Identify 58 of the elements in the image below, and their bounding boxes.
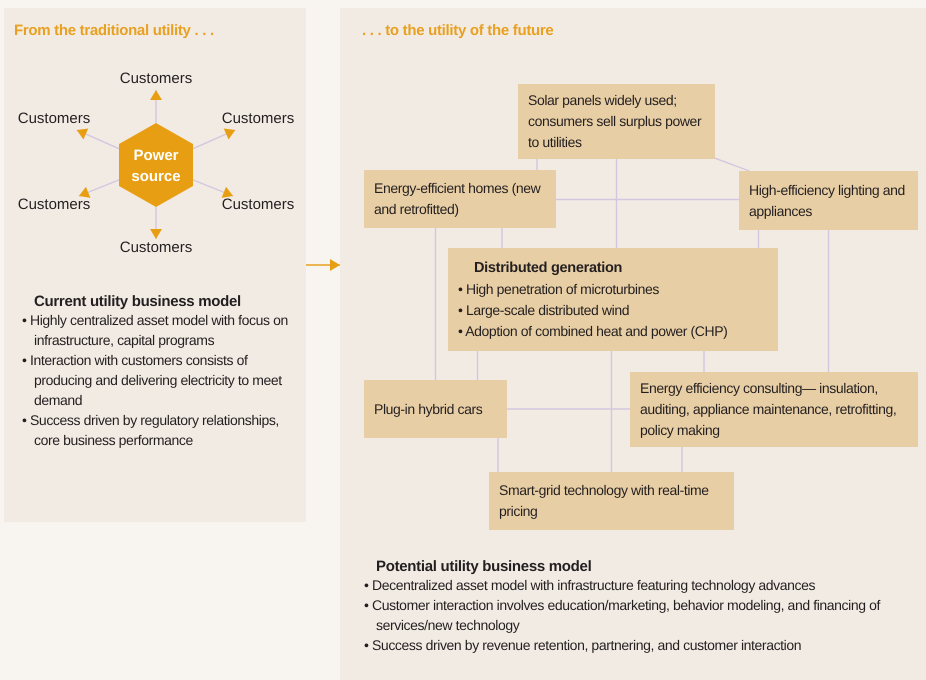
- section-title: Potential utility business model: [376, 558, 592, 575]
- connector-line: [501, 228, 503, 248]
- node-text: Customers: [6, 110, 102, 130]
- process-box: [739, 171, 918, 230]
- arrow: [150, 90, 162, 123]
- bullet-text: • Decentralized asset model with infrastructure featuring technology advances: [364, 576, 816, 595]
- node-text: Customers: [210, 196, 306, 216]
- connector-line: [758, 230, 760, 248]
- connector-line: [434, 228, 436, 380]
- connector-line: [476, 351, 478, 380]
- box-text: High-efficiency lighting and appliances: [749, 180, 906, 221]
- bullet-text: • High penetration of microturbines: [458, 280, 660, 299]
- process-box: [364, 170, 556, 228]
- box-text: Energy-efficient homes (new and retrofitted): [374, 179, 542, 219]
- connector-line: [616, 159, 618, 248]
- box-text: Energy efficiency consulting— insulation, auditing, appliance maintenance, retrofitting, policy making: [640, 379, 898, 440]
- connector-line: [556, 198, 739, 200]
- panel-heading: . . . to the utility of the future: [362, 22, 554, 39]
- process-box: [630, 372, 918, 447]
- arrow: [76, 128, 120, 150]
- hexagon-node: [119, 123, 193, 207]
- arrow: [306, 259, 340, 271]
- box-text: Smart-grid technology with real-time pricing: [499, 481, 710, 521]
- connector-line: [681, 447, 683, 472]
- panel-heading: From the traditional utility . . .: [14, 22, 214, 39]
- box-title: Distributed generation: [474, 258, 624, 278]
- connector-line: [610, 351, 612, 472]
- process-box: [489, 472, 734, 530]
- connector-line: [536, 159, 538, 170]
- node-text: Customers: [6, 196, 102, 216]
- bullet-text: • Highly centralized asset model with focus on infrastructure, capital programs: [22, 311, 289, 350]
- connector-line: [828, 230, 830, 372]
- arrow: [192, 179, 234, 198]
- process-box: [518, 84, 715, 159]
- panel: [340, 8, 926, 680]
- section-title: Current utility business model: [34, 293, 242, 310]
- panel: [4, 8, 306, 522]
- box-text: Plug-in hybrid cars: [374, 400, 484, 419]
- bullet-text: • Interaction with customers consists of producing and delivering electricity to meet demand: [22, 351, 283, 410]
- process-box: [364, 380, 507, 438]
- arrow: [192, 128, 236, 150]
- connector-line: [497, 438, 499, 472]
- connector-line: [507, 408, 630, 410]
- box-text: Solar panels widely used; consumers sell surplus power to utilities: [528, 91, 702, 152]
- bullet-text: • Large-scale distributed wind: [458, 300, 630, 320]
- node-text: Customers: [210, 110, 306, 130]
- connector-line: [714, 158, 750, 172]
- connector-line: [703, 351, 705, 372]
- bullet-text: • Adoption of combined heat and power (CHP): [458, 322, 728, 341]
- bullet-text: • Success driven by regulatory relationships, core business performance: [22, 411, 280, 450]
- node-text: Customers: [112, 239, 200, 259]
- bullet-text: • Customer interaction involves education/marketing, behavior modeling, and financing of services/new technology: [364, 596, 882, 635]
- bullet-text: • Success driven by revenue retention, partnering, and customer interaction: [364, 636, 802, 655]
- arrow: [78, 179, 120, 198]
- node-text: Power source: [130, 146, 182, 187]
- process-box: [448, 248, 778, 351]
- node-text: Customers: [112, 70, 200, 90]
- arrow: [150, 207, 162, 239]
